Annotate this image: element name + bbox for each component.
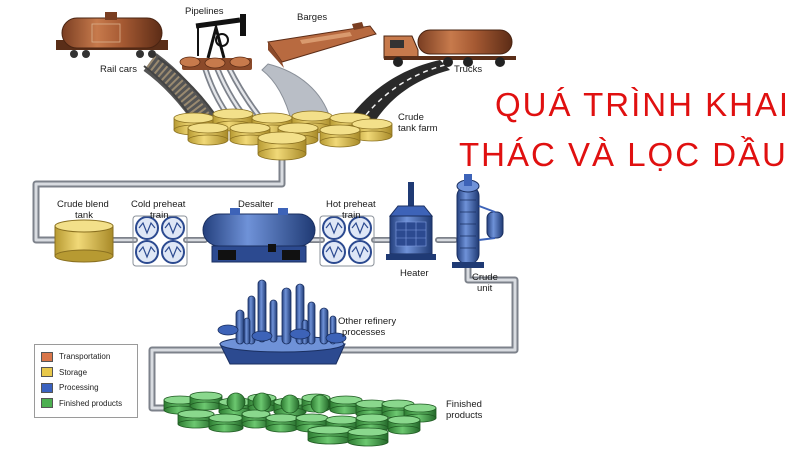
process-column [257, 279, 267, 343]
finished-product-tank [307, 425, 353, 445]
label-finished-products-2: products [446, 410, 483, 421]
legend-swatch-processing [41, 382, 53, 393]
hot-preheat-train [319, 215, 375, 267]
heat-exchanger-unit [322, 240, 346, 264]
finished-product-tank [241, 409, 271, 429]
heat-exchanger-unit [135, 216, 159, 240]
heater [386, 182, 436, 260]
label-other-refinery-1: Other refinery [338, 316, 397, 327]
legend-item-finished-products: Finished products [41, 396, 131, 412]
label-crude-unit-2: unit [477, 283, 493, 294]
label-crude-tank-farm-2: tank farm [398, 123, 438, 134]
legend-swatch-finished-products [41, 398, 53, 409]
crude-unit [452, 174, 504, 268]
label-crude-unit-1: Crude [472, 272, 498, 283]
heat-exchanger-unit [348, 240, 372, 264]
desalter [202, 208, 316, 263]
label-other-refinery-2: processes [342, 327, 386, 338]
finished-sphere-tank [310, 394, 330, 414]
finished-sphere-tank [226, 392, 246, 412]
crude-tank-farm [173, 108, 393, 161]
tank-farm-tank [319, 124, 361, 148]
process-column [319, 307, 329, 345]
truck-icon [383, 29, 516, 67]
process-column [243, 317, 251, 345]
legend-swatch-transportation [41, 351, 53, 362]
finished-products-tanks [163, 391, 437, 447]
label-barges: Barges [297, 12, 328, 23]
legend-item-transportation: Transportation [41, 349, 131, 365]
legend: Transportation Storage Processing Finish… [34, 344, 138, 418]
other-refinery-processes [217, 279, 347, 365]
main-pipeline [32, 154, 519, 412]
process-column [269, 299, 278, 343]
finished-sphere-tank [252, 392, 272, 412]
legend-label-storage: Storage [59, 367, 88, 377]
tank-farm-main-tank [257, 131, 307, 161]
finished-product-tank [208, 413, 244, 433]
legend-label-finished-products: Finished products [59, 398, 123, 408]
finished-product-tank [177, 409, 215, 429]
road [345, 60, 450, 126]
finished-sphere-tank [280, 394, 300, 414]
label-cold-preheat-1: Cold preheat [131, 199, 186, 210]
legend-item-processing: Processing [41, 380, 131, 396]
finished-product-tank [265, 413, 299, 433]
label-cold-preheat-2: train [150, 210, 169, 221]
label-hot-preheat-2: train [342, 210, 361, 221]
label-rail-cars: Rail cars [100, 64, 137, 75]
heat-exchanger-unit [348, 216, 372, 240]
label-hot-preheat-1: Hot preheat [326, 199, 376, 210]
process-column [235, 309, 245, 345]
label-desalter: Desalter [238, 199, 274, 210]
label-finished-products-1: Finished [446, 399, 482, 410]
heat-exchanger-unit [161, 240, 185, 264]
label-heater: Heater [400, 268, 429, 279]
finished-product-tank [189, 391, 223, 411]
legend-item-storage: Storage [41, 365, 131, 381]
title-line-1: QUÁ TRÌNH KHAI [495, 86, 791, 123]
barge-icon [267, 22, 377, 68]
crude-blend-tank [54, 219, 114, 263]
heat-exchanger-unit [322, 216, 346, 240]
title-line-2: THÁC VÀ LỌC DẦU [459, 136, 788, 173]
label-trucks: Trucks [454, 64, 483, 75]
rail-car-icon [56, 12, 168, 58]
label-pipelines: Pipelines [185, 6, 224, 17]
finished-product-tank [387, 415, 421, 435]
pump-jack-icon [179, 14, 252, 70]
process-column [307, 301, 316, 345]
label-crude-blend-tank-2: tank [75, 210, 93, 221]
legend-swatch-storage [41, 367, 53, 378]
finished-product-tank [329, 395, 363, 415]
tank-farm-tank [187, 122, 229, 146]
finished-product-tank [347, 427, 389, 447]
legend-label-processing: Processing [59, 383, 99, 393]
label-crude-tank-farm-1: Crude [398, 112, 424, 123]
label-crude-blend-tank-1: Crude blend [57, 199, 109, 210]
process-column [281, 287, 292, 345]
legend-label-transportation: Transportation [59, 352, 111, 362]
tank-farm-tank [351, 118, 393, 142]
heat-exchanger-unit [135, 240, 159, 264]
cold-preheat-train [132, 215, 188, 267]
heat-exchanger-unit [161, 216, 185, 240]
